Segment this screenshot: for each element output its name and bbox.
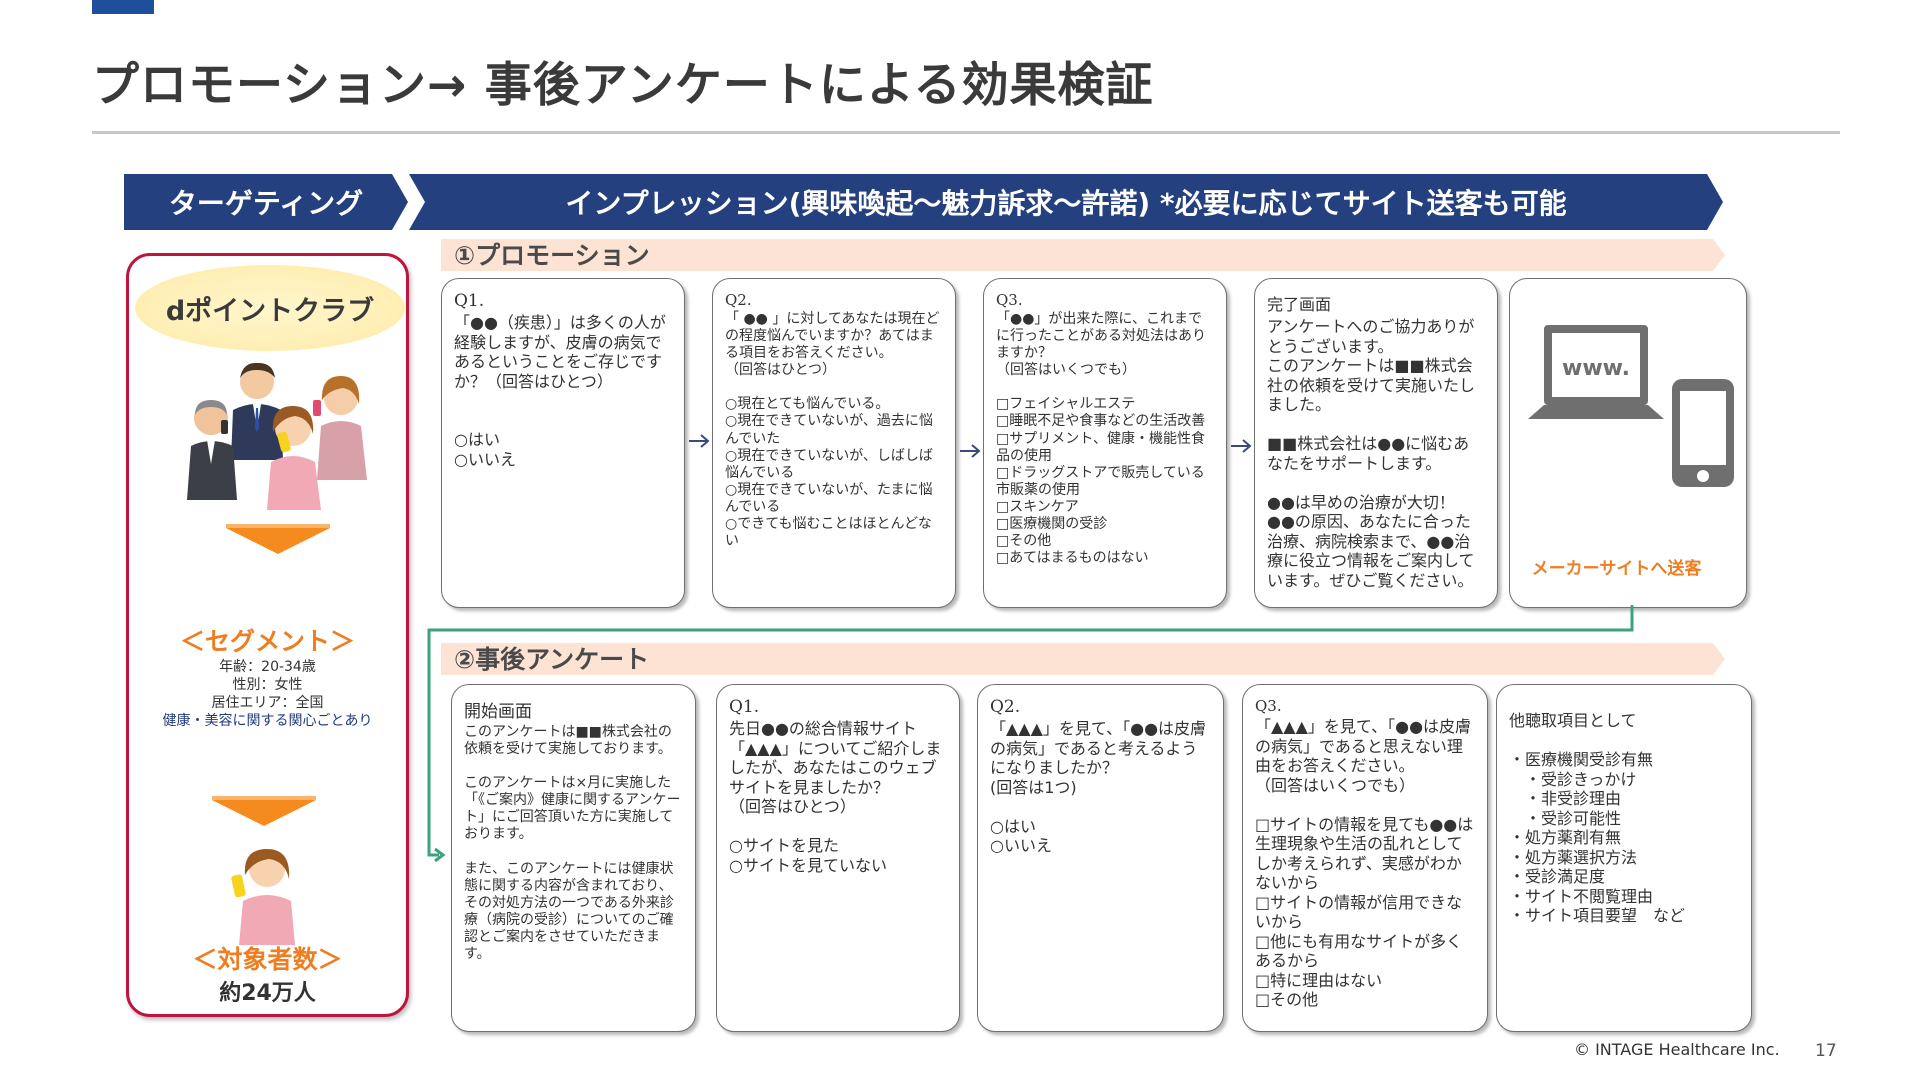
segment-age: 年齢：20-34歳 xyxy=(219,659,316,675)
survey-q3-heading: Q3. xyxy=(1255,697,1282,715)
segment-gender: 性別：女性 xyxy=(232,677,303,693)
promotion-q3-heading: Q3. xyxy=(996,291,1023,309)
down-arrow-2 xyxy=(212,800,316,826)
title-divider xyxy=(92,131,1840,134)
survey-q3-box: Q3. 「▲▲▲」を見て、「●●は皮膚の病気」であると思えない理由をお答えくださ… xyxy=(1242,684,1488,1032)
maker-site-box: www. xyxy=(1509,278,1747,608)
flow-connector xyxy=(427,605,1634,863)
promotion-complete-box: 完了画面 アンケートへのご協力ありがとうございます。 このアンケートは■■株式会… xyxy=(1254,278,1498,608)
survey-q2-text: 「▲▲▲」を見て、「●●は皮膚の病気」であると考えるようになりましたか？ (回答… xyxy=(990,719,1207,856)
page-title: プロモーション→ 事後アンケートによる効果検証 xyxy=(92,58,1154,113)
page-number: 17 xyxy=(1815,1041,1837,1061)
promotion-q2-box: Q2. 「 ●● 」に対してあなたは現在どの程度悩んでいますか？あてはまる項目を… xyxy=(712,278,956,608)
www-label: www. xyxy=(1562,356,1630,381)
maker-site-caption: メーカーサイトへ送客 xyxy=(1531,559,1702,579)
survey-q1-text: 先日●●の総合情報サイト「▲▲▲」についてご紹介しましたが、あなたはこのウェブサ… xyxy=(729,719,942,875)
survey-q3-text: 「▲▲▲」を見て、「●●は皮膚の病気」であると思えない理由をお答えください。 （… xyxy=(1255,717,1474,1010)
promotion-complete-heading: 完了画面 xyxy=(1267,295,1332,314)
banner-targeting: ターゲティング xyxy=(124,174,408,230)
down-arrow-1-highlight xyxy=(226,524,330,528)
survey-other-items-box: 他聴取項目として ・医療機関受診有無 ・受診きっかけ ・非受診理由 ・受診可能性… xyxy=(1496,684,1752,1032)
promotion-band xyxy=(441,239,1725,271)
survey-q2-heading: Q2. xyxy=(990,697,1021,717)
banner-impression: インプレッション(興味喚起～魅力訴求～許諾) *必要に応じてサイト送客も可能 xyxy=(409,174,1723,230)
top-accent-bar xyxy=(92,0,154,14)
survey-q1-heading: Q1. xyxy=(729,697,760,717)
promotion-q3-box: Q3. 「●●」が出来た際に、これまでに行ったことがある対処法はありますか？ （… xyxy=(983,278,1227,608)
down-arrow-1 xyxy=(226,528,330,554)
laptop-icon: www. xyxy=(1528,325,1664,419)
segment-area: 居住エリア：全国 xyxy=(211,695,324,711)
dpoint-club-label: dポイントクラブ xyxy=(165,295,375,327)
arrow-right-icon xyxy=(960,444,981,458)
promotion-q2-text: 「 ●● 」に対してあなたは現在どの程度悩んでいますか？あてはまる項目をお答えく… xyxy=(725,311,940,550)
survey-band xyxy=(441,643,1725,675)
promotion-q2-heading: Q2. xyxy=(725,291,752,309)
survey-q1-box: Q1. 先日●●の総合情報サイト「▲▲▲」についてご紹介しましたが、あなたはこの… xyxy=(716,684,960,1032)
promotion-q3-text: 「●●」が出来た際に、これまでに行ったことがある対処法はありますか？ （回答はい… xyxy=(996,311,1206,567)
dpoint-club-badge: dポイントクラブ xyxy=(135,265,405,351)
promotion-q1-text: 「●●（疾患）」は多くの人が経験しますが、皮膚の病気であるということをご存じです… xyxy=(454,313,666,469)
survey-other-items-text: 他聴取項目として ・医療機関受診有無 ・受診きっかけ ・非受診理由 ・受診可能性… xyxy=(1509,711,1686,926)
promotion-q1-heading: Q1. xyxy=(454,291,485,311)
arrow-right-icon xyxy=(689,434,710,448)
arrow-right-icon xyxy=(1231,439,1252,453)
count-heading: ＜対象者数＞ xyxy=(192,945,343,974)
survey-start-heading: 開始画面 xyxy=(464,702,532,722)
segment-interest: 健康・美容に関する関心ごとあり xyxy=(162,713,373,729)
survey-start-text: このアンケートは■■株式会社の依頼を受けて実施しております。 このアンケートは×… xyxy=(464,724,681,963)
target-woman-illustration xyxy=(231,849,295,945)
promotion-complete-text: アンケートへのご協力ありがとうございます。 このアンケートは■■株式会社の依頼を… xyxy=(1267,317,1476,590)
down-arrow-2-highlight xyxy=(212,796,316,800)
survey-start-box: 開始画面 このアンケートは■■株式会社の依頼を受けて実施しております。 このアン… xyxy=(451,684,696,1032)
people-group-illustration xyxy=(187,362,367,510)
smartphone-icon xyxy=(1672,379,1734,487)
segment-heading: ＜セグメント＞ xyxy=(179,627,355,656)
promotion-band-label: ①プロモーション xyxy=(454,241,650,270)
promotion-q1-box: Q1. 「●●（疾患）」は多くの人が経験しますが、皮膚の病気であるということをご… xyxy=(441,278,685,608)
count-value: 約24万人 xyxy=(219,981,316,1006)
survey-band-label: ②事後アンケート xyxy=(454,645,650,674)
survey-q2-box: Q2. 「▲▲▲」を見て、「●●は皮膚の病気」であると考えるようになりましたか？… xyxy=(977,684,1224,1032)
copyright: © INTAGE Healthcare Inc. xyxy=(1574,1040,1780,1059)
